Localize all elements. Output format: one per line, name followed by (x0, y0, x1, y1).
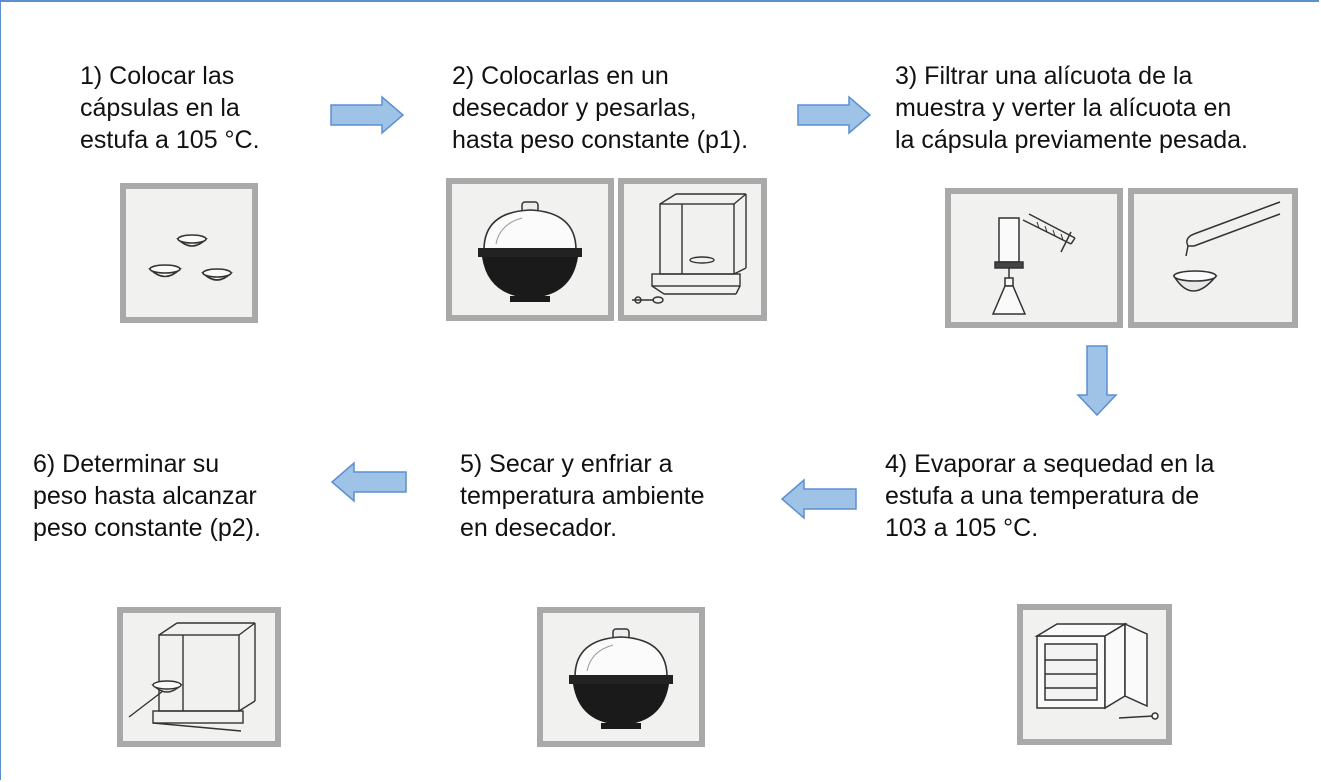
arrow-left-4-to-5 (780, 478, 857, 520)
analytical-balance-illustration (618, 178, 767, 321)
arrow-left-5-to-6 (330, 461, 407, 503)
capsules-illustration (120, 183, 258, 323)
oven-illustration (1017, 604, 1172, 745)
balance-with-capsule-illustration (117, 607, 281, 747)
arrow-down-3-to-4 (1076, 345, 1118, 417)
arrow-right-1-to-2 (330, 95, 405, 135)
arrow-right-2-to-3 (797, 95, 872, 135)
pouring-capsule-illustration (1128, 188, 1298, 328)
desiccator-illustration-2 (537, 607, 705, 747)
filtration-illustration (945, 188, 1123, 328)
desiccator-illustration (446, 178, 614, 321)
